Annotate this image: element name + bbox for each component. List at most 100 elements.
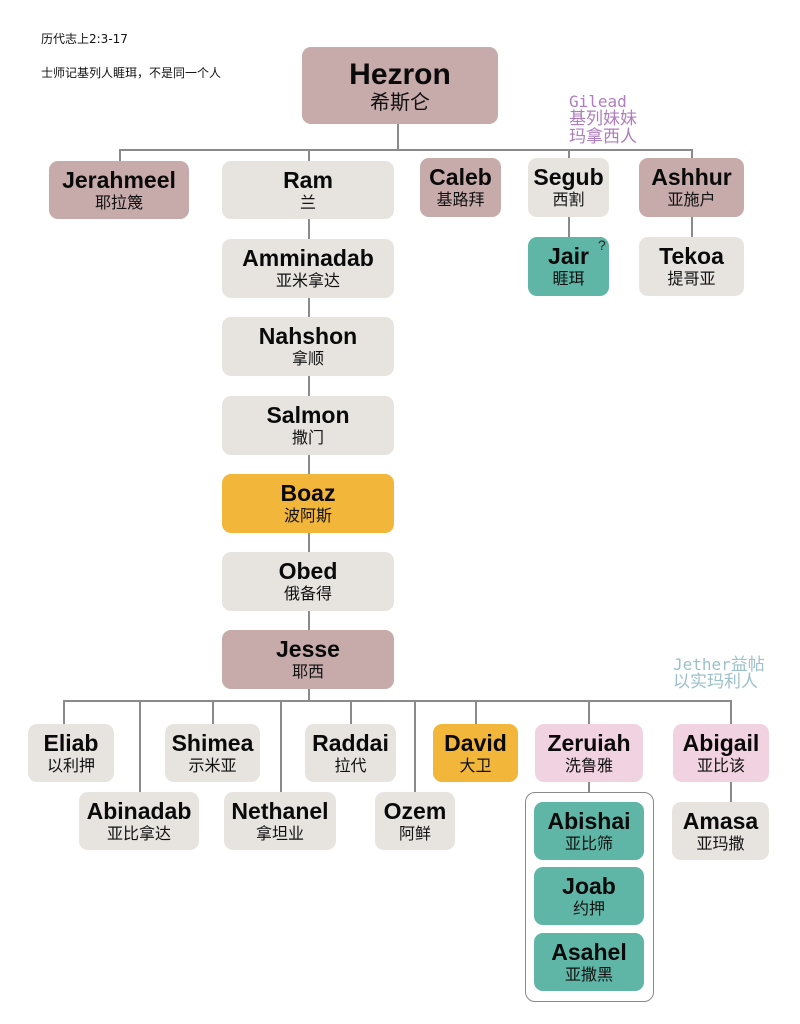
connector (308, 149, 310, 161)
node-segub[interactable]: Segub 西割 (528, 158, 609, 217)
node-abigail[interactable]: Abigail 亚比该 (673, 724, 769, 782)
reference-note: 历代志上2:3-17 (41, 32, 128, 46)
node-name-en: Zeruiah (547, 730, 631, 756)
node-name-en: David (444, 730, 507, 756)
node-name-zh: 俄备得 (283, 584, 332, 603)
connector (588, 700, 590, 724)
node-caleb[interactable]: Caleb 基路拜 (420, 158, 501, 217)
node-obed[interactable]: Obed 俄备得 (222, 552, 394, 611)
node-name-en: Jesse (276, 636, 340, 662)
uncertain-mark: ? (598, 237, 606, 253)
node-name-zh: 基路拜 (436, 190, 485, 209)
connector (63, 700, 731, 702)
node-name-zh: 撒门 (291, 428, 324, 447)
node-name-zh: 拉代 (334, 756, 367, 775)
node-zeruiah[interactable]: Zeruiah 洗鲁雅 (535, 724, 643, 782)
remark-note: 士师记基列人睚珥，不是同一个人 (41, 66, 222, 80)
node-name-zh: 亚米拿达 (275, 271, 340, 290)
node-name-en: Caleb (429, 164, 492, 190)
connector (119, 149, 121, 161)
node-name-en: Eliab (43, 730, 99, 756)
node-name-zh: 拿顺 (291, 349, 324, 368)
connector (139, 700, 141, 792)
node-name-zh: 提哥亚 (667, 269, 716, 288)
connector (119, 149, 693, 151)
node-name-en: Jair (548, 243, 589, 269)
node-abinadab[interactable]: Abinadab 亚比拿达 (79, 792, 199, 850)
node-nethanel[interactable]: Nethanel 拿坦业 (224, 792, 336, 850)
node-name-zh: 西割 (552, 190, 585, 209)
node-name-en: Boaz (280, 480, 336, 506)
node-name-en: Obed (278, 558, 338, 584)
node-nahshon[interactable]: Nahshon 拿顺 (222, 317, 394, 376)
connector (568, 149, 570, 159)
node-name-zh: 洗鲁雅 (564, 756, 613, 775)
node-hezron[interactable]: Hezron 希斯仑 (302, 47, 498, 124)
node-name-zh: 阿鲜 (398, 824, 431, 843)
node-name-zh: 波阿斯 (283, 506, 332, 525)
node-name-en: Nahshon (258, 323, 358, 349)
node-name-en: Tekoa (659, 243, 724, 269)
node-tekoa[interactable]: Tekoa 提哥亚 (639, 237, 744, 296)
node-name-zh: 亚施户 (667, 190, 716, 209)
node-salmon[interactable]: Salmon 撒门 (222, 396, 394, 455)
node-eliab[interactable]: Eliab 以利押 (28, 724, 114, 782)
node-raddai[interactable]: Raddai 拉代 (305, 724, 396, 782)
node-ozem[interactable]: Ozem 阿鲜 (375, 792, 455, 850)
connector (691, 149, 693, 159)
connector (308, 689, 310, 700)
node-name-zh: 亚比筛 (564, 834, 613, 853)
node-asahel[interactable]: Asahel 亚撒黑 (534, 933, 644, 991)
node-name-zh: 大卫 (459, 756, 492, 775)
node-name-zh: 示米亚 (188, 756, 237, 775)
connector (414, 700, 416, 792)
node-name-en: Ozem (383, 798, 447, 824)
node-name-en: Salmon (266, 402, 350, 428)
node-abishai[interactable]: Abishai 亚比筛 (534, 802, 644, 860)
node-boaz[interactable]: Boaz 波阿斯 (222, 474, 394, 533)
node-ashhur[interactable]: Ashhur 亚施户 (639, 158, 744, 217)
node-name-zh: 亚玛撒 (696, 834, 745, 853)
node-ram[interactable]: Ram 兰 (222, 161, 394, 219)
node-name-en: Asahel (551, 939, 627, 965)
node-name-zh: 以利押 (46, 756, 95, 775)
connector (63, 700, 65, 724)
node-shimea[interactable]: Shimea 示米亚 (165, 724, 260, 782)
node-joab[interactable]: Joab 约押 (534, 867, 644, 925)
node-name-en: Abishai (547, 808, 631, 834)
annotation-zh-1: 益帖 (730, 655, 765, 675)
node-name-en: Jerahmeel (62, 167, 176, 193)
connector (280, 700, 282, 792)
annotation-zh-1: 基列妹妹 (569, 109, 637, 129)
connector (350, 700, 352, 724)
node-name-en: Abigail (682, 730, 760, 756)
jether-annotation: Jether益帖 以实玛利人 (673, 655, 765, 692)
node-jesse[interactable]: Jesse 耶西 (222, 630, 394, 689)
connector (588, 781, 590, 793)
node-name-zh: 亚比拿达 (106, 824, 171, 843)
node-name-en: Raddai (312, 730, 389, 756)
node-amasa[interactable]: Amasa 亚玛撒 (672, 802, 769, 860)
connector (568, 217, 570, 237)
node-name-zh: 耶拉篾 (94, 193, 143, 212)
node-jerahmeel[interactable]: Jerahmeel 耶拉篾 (49, 161, 189, 219)
node-name-zh: 亚比该 (696, 756, 745, 775)
node-name-zh: 拿坦业 (255, 824, 304, 843)
node-jair[interactable]: Jair 睚珥 (528, 237, 609, 296)
node-name-zh: 亚撒黑 (564, 965, 613, 984)
node-name-zh: 睚珥 (552, 269, 585, 288)
node-name-en: Hezron (349, 58, 451, 91)
connector (212, 700, 214, 724)
node-name-en: Ashhur (651, 164, 732, 190)
node-name-en: Ram (283, 167, 333, 193)
annotation-en: Jether (673, 655, 731, 674)
annotation-en: Gilead (569, 92, 627, 111)
connector (730, 781, 732, 802)
connector (730, 700, 732, 724)
node-name-en: Nethanel (231, 798, 329, 824)
node-name-en: Amminadab (242, 245, 374, 271)
node-name-en: Joab (562, 873, 616, 899)
node-name-en: Abinadab (86, 798, 192, 824)
node-amminadab[interactable]: Amminadab 亚米拿达 (222, 239, 394, 298)
node-david[interactable]: David 大卫 (433, 724, 518, 782)
